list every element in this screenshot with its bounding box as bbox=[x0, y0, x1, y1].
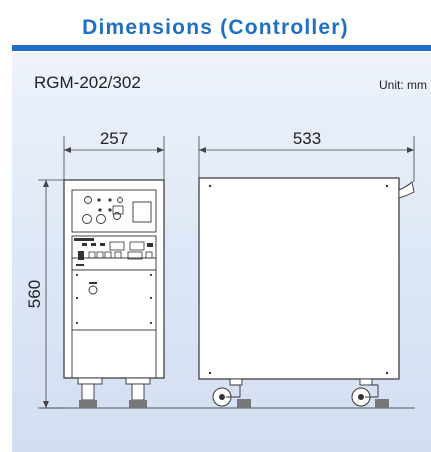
side-depth-dimension bbox=[198, 136, 415, 182]
title-bar: Dimensions (Controller) bbox=[0, 0, 431, 52]
page-title: Dimensions (Controller) bbox=[82, 16, 349, 39]
front-view bbox=[63, 179, 165, 408]
height-value: 560 bbox=[25, 280, 44, 308]
title-underline bbox=[12, 45, 431, 51]
side-view bbox=[198, 177, 415, 408]
front-width-dimension bbox=[63, 136, 165, 180]
height-dimension bbox=[38, 179, 64, 409]
front-width-value: 257 bbox=[100, 129, 128, 148]
unit-label: Unit: mm bbox=[379, 78, 427, 92]
side-depth-value: 533 bbox=[293, 129, 321, 148]
model-label: RGM-202/302 bbox=[34, 73, 141, 92]
